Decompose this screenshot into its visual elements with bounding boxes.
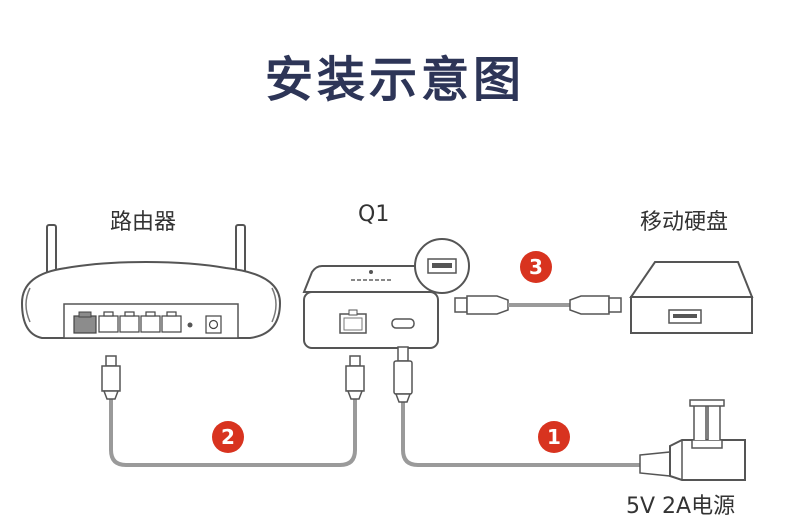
q1-logo-icon bbox=[349, 277, 393, 284]
power-cable bbox=[393, 346, 640, 467]
router-illustration bbox=[20, 224, 282, 339]
router-label: 路由器 bbox=[110, 210, 177, 235]
ethernet-plug-q1 bbox=[345, 355, 365, 400]
q1-label: Q1 bbox=[358, 202, 390, 227]
usb-port-zoom-callout bbox=[414, 238, 470, 294]
ethernet-cable bbox=[101, 355, 365, 467]
q1-device bbox=[302, 265, 439, 349]
step-badge-3: 3 bbox=[520, 251, 552, 283]
step-badge-2: 2 bbox=[212, 421, 244, 453]
router-lan-ports bbox=[98, 311, 182, 333]
power-adapter bbox=[639, 399, 746, 481]
external-hdd bbox=[629, 261, 754, 334]
diagram-title: 安装示意图 bbox=[264, 52, 525, 108]
q1-micro-usb-port bbox=[391, 318, 415, 329]
hdd-label: 移动硬盘 bbox=[640, 210, 729, 235]
step-badge-1: 1 bbox=[538, 421, 570, 453]
ethernet-plug-router bbox=[101, 355, 121, 400]
q1-indicator-led bbox=[369, 270, 373, 274]
usb-cable bbox=[454, 295, 622, 315]
router-power-jack bbox=[205, 315, 222, 334]
power-supply-label: 5V 2A电源 bbox=[626, 494, 736, 519]
router-side-right bbox=[271, 287, 277, 323]
router-wan-port bbox=[73, 311, 97, 334]
q1-front bbox=[303, 291, 439, 349]
router-side-left bbox=[25, 287, 31, 323]
micro-usb-plug bbox=[393, 346, 413, 403]
router-reset-hole bbox=[187, 322, 193, 328]
q1-ethernet-port bbox=[339, 309, 367, 334]
